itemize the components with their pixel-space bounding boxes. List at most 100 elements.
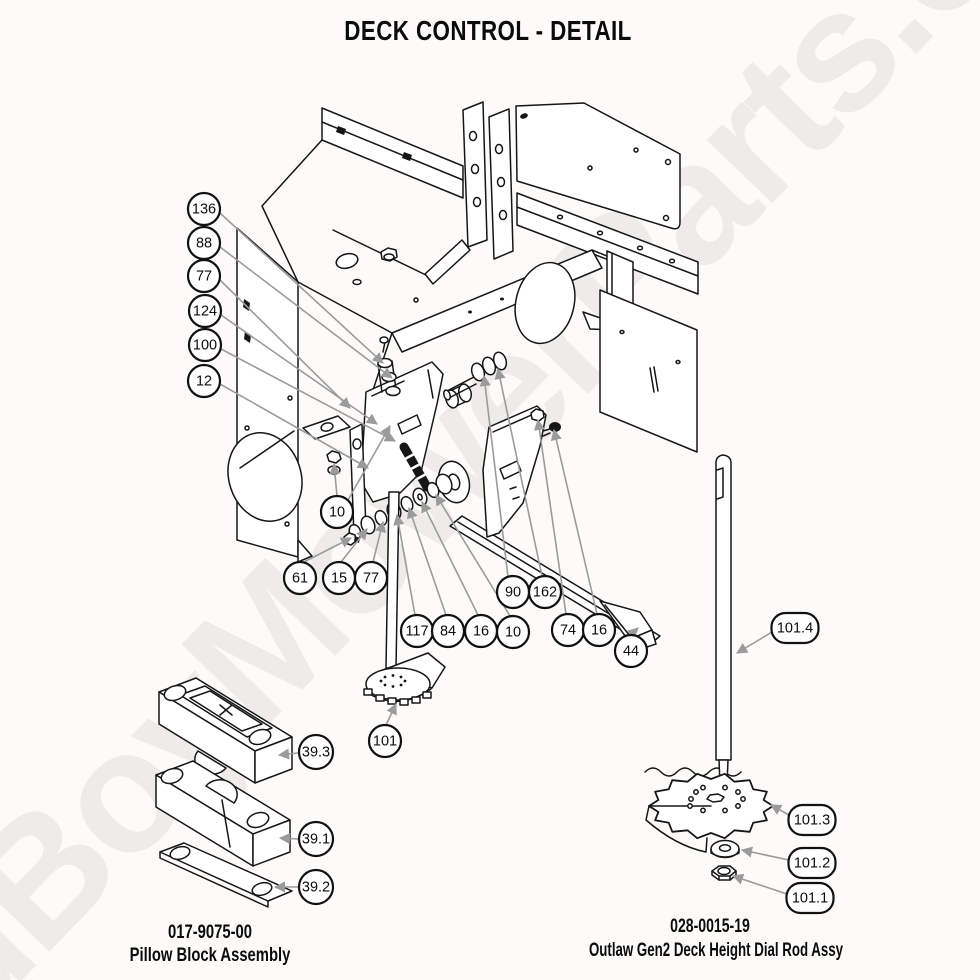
callout-16-right-label: 16 bbox=[591, 623, 607, 639]
leader-39-3 bbox=[277, 748, 299, 760]
callout-10-left-label: 10 bbox=[329, 505, 345, 521]
hex-bolt bbox=[326, 450, 342, 464]
pillow-block-plate bbox=[159, 799, 293, 908]
dial-rod bbox=[715, 454, 732, 761]
callout-124: 124 bbox=[187, 293, 223, 329]
callout-61: 61 bbox=[282, 560, 318, 596]
page-title: DECK CONTROL - DETAIL bbox=[344, 16, 631, 47]
dial-hole-ring-large bbox=[687, 784, 746, 814]
pillow-block-name-text: Pillow Block Assembly bbox=[130, 944, 291, 965]
leader-77-lower bbox=[372, 520, 386, 563]
callout-101-3: 101.3 bbox=[787, 803, 837, 837]
bracket-nut bbox=[530, 408, 545, 422]
callout-162-label: 162 bbox=[533, 585, 557, 601]
dial-rod-part-number: 028-0015-19 bbox=[670, 915, 750, 937]
spacer-cylinders bbox=[443, 351, 508, 401]
callout-74-label: 74 bbox=[560, 623, 576, 639]
leader-101-1 bbox=[731, 873, 788, 895]
callout-90-label: 90 bbox=[505, 585, 521, 601]
frame-drawing bbox=[227, 101, 742, 777]
callout-44: 44 bbox=[613, 633, 649, 669]
callout-12-label: 12 bbox=[196, 374, 212, 390]
callout-15: 15 bbox=[321, 560, 357, 596]
callout-162: 162 bbox=[527, 574, 563, 610]
dial-wheel-small bbox=[365, 667, 431, 701]
callout-44-label: 44 bbox=[623, 644, 639, 660]
callout-101: 101 bbox=[367, 723, 403, 759]
callout-88: 88 bbox=[186, 225, 222, 261]
pillow-block-part-number-text: 017-9075-00 bbox=[168, 921, 252, 942]
leader-124 bbox=[220, 314, 378, 425]
callout-101-1-label: 101.1 bbox=[792, 891, 828, 907]
dial-rod-part-number-text: 028-0015-19 bbox=[670, 915, 750, 937]
dial-rod-name: Outlaw Gen2 Deck Height Dial Rod Assy bbox=[589, 940, 844, 961]
callout-101-3-label: 101.3 bbox=[794, 813, 830, 829]
center-bracket-plate-left bbox=[462, 101, 488, 248]
leader-84 bbox=[407, 506, 447, 616]
page-title-text: DECK CONTROL - DETAIL bbox=[344, 16, 631, 47]
bracket-bolt bbox=[549, 422, 561, 432]
callout-101-label: 101 bbox=[373, 734, 397, 750]
leader-12 bbox=[219, 383, 369, 469]
leader-15 bbox=[340, 528, 368, 563]
callout-101-4-label: 101.4 bbox=[777, 621, 813, 637]
callout-77-lower-label: 77 bbox=[363, 571, 379, 587]
callout-10-left: 10 bbox=[319, 494, 355, 530]
callout-136: 136 bbox=[186, 191, 222, 227]
callout-90: 90 bbox=[495, 574, 531, 610]
leader-39-1 bbox=[278, 832, 299, 845]
callout-101-1: 101.1 bbox=[785, 881, 835, 915]
callout-101-2: 101.2 bbox=[787, 846, 837, 880]
pillow-block-name: Pillow Block Assembly bbox=[130, 944, 291, 965]
leader-101-4 bbox=[736, 631, 773, 654]
callout-117-label: 117 bbox=[405, 624, 428, 640]
pivot-washers bbox=[377, 336, 401, 397]
callout-84: 84 bbox=[430, 613, 466, 649]
callout-77-upper: 77 bbox=[186, 258, 222, 294]
leader-90 bbox=[479, 374, 509, 578]
callout-16-right: 16 bbox=[581, 612, 617, 648]
upper-left-rail bbox=[321, 107, 464, 199]
pillow-block-part-number: 017-9075-00 bbox=[168, 921, 252, 942]
leader-101 bbox=[385, 702, 397, 726]
callout-136-label: 136 bbox=[192, 202, 216, 218]
leader-88 bbox=[219, 246, 393, 379]
callout-117: 117 bbox=[399, 613, 435, 649]
callout-10-lower: 10 bbox=[495, 614, 531, 650]
callout-39-2: 39.2 bbox=[297, 868, 335, 906]
dial-rod-assembly bbox=[645, 454, 774, 881]
dial-nut bbox=[711, 865, 737, 881]
spring bbox=[399, 442, 432, 492]
leader-10-left-a bbox=[329, 462, 341, 497]
callout-61-label: 61 bbox=[292, 571, 308, 587]
dial-hole-ring-small bbox=[379, 674, 407, 688]
callout-101-2-label: 101.2 bbox=[794, 856, 830, 872]
callout-10-lower-label: 10 bbox=[505, 625, 521, 641]
callout-88-label: 88 bbox=[196, 236, 212, 252]
callout-77-upper-label: 77 bbox=[196, 269, 212, 285]
leader-117 bbox=[393, 513, 416, 616]
pillow-block-assembly bbox=[155, 677, 293, 908]
leader-101-2 bbox=[740, 846, 790, 861]
callout-39-3: 39.3 bbox=[297, 733, 335, 771]
deck-fold-lines bbox=[261, 139, 429, 334]
callout-84-label: 84 bbox=[440, 624, 456, 640]
leader-61 bbox=[303, 537, 352, 563]
leader-162 bbox=[494, 367, 543, 577]
side-panel-hole bbox=[227, 432, 303, 522]
leader-136 bbox=[219, 212, 384, 364]
callout-124-label: 124 bbox=[193, 304, 217, 320]
callout-74: 74 bbox=[550, 612, 586, 648]
height-adjust-rod bbox=[363, 491, 446, 706]
callout-39-1-label: 39.1 bbox=[302, 832, 330, 848]
callout-39-3-label: 39.3 bbox=[302, 745, 330, 761]
callout-15-label: 15 bbox=[331, 571, 347, 587]
callout-39-2-label: 39.2 bbox=[302, 880, 330, 896]
leader-16-left bbox=[421, 500, 479, 616]
leader-10-left-b bbox=[347, 425, 391, 501]
callout-100-label: 100 bbox=[193, 338, 217, 354]
callout-16-left-label: 16 bbox=[473, 624, 489, 640]
callouts: 136 88 77 124 100 12 10 61 15 77 117 84 … bbox=[186, 191, 837, 915]
right-frame-panel bbox=[515, 102, 681, 230]
